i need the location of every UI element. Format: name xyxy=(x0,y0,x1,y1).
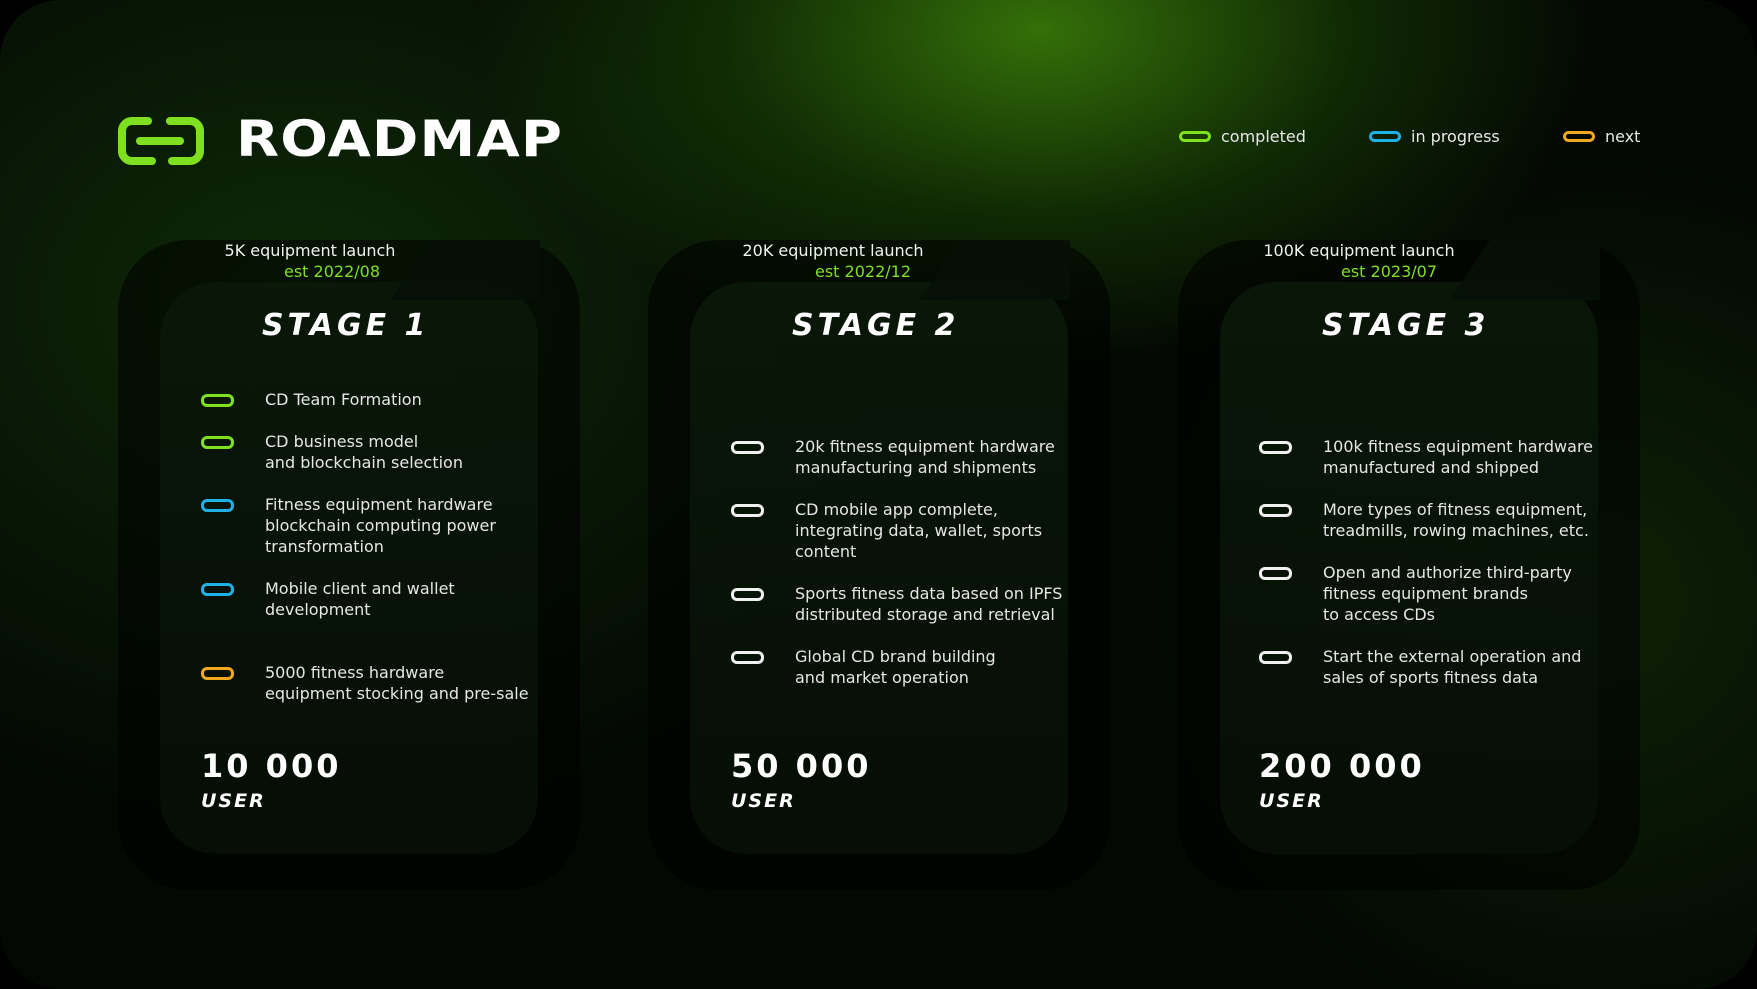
pill-icon xyxy=(1259,651,1292,664)
item-text: Global CD brand building and market oper… xyxy=(795,647,996,687)
stage-3-launch: 100K equipment launch est 2023/07 xyxy=(1244,240,1474,282)
completed-pill-icon xyxy=(201,394,234,407)
launch-date: est 2022/12 xyxy=(814,262,911,281)
launch-title: 20K equipment launch xyxy=(742,241,924,260)
pill-icon xyxy=(731,588,764,601)
page-title: ROADMAP xyxy=(236,110,564,168)
stage-3-users: 200 000 xyxy=(1259,747,1425,785)
item-text: More types of fitness equipment, treadmi… xyxy=(1323,500,1589,540)
pill-icon xyxy=(1259,441,1292,454)
stage-1-title: STAGE 1 xyxy=(262,308,430,343)
pill-icon xyxy=(1259,504,1292,517)
next-pill-icon xyxy=(201,667,234,680)
legend-next: next xyxy=(1563,127,1640,146)
item-text: Mobile client and wallet development xyxy=(265,579,455,619)
item-text: CD Team Formation xyxy=(265,390,422,409)
in-progress-pill-icon xyxy=(201,583,234,596)
logo-icon xyxy=(118,117,204,165)
item-text: CD mobile app complete, integrating data… xyxy=(795,500,1043,561)
launch-date: est 2022/08 xyxy=(283,262,380,281)
stage-2-users: 50 000 xyxy=(731,747,872,785)
legend-in-progress: in progress xyxy=(1369,127,1500,146)
legend-completed: completed xyxy=(1179,127,1306,146)
item-text: CD business model and blockchain selecti… xyxy=(265,432,463,472)
stage-1-users: 10 000 xyxy=(201,747,342,785)
legend-label: in progress xyxy=(1411,127,1500,146)
item-text: Fitness equipment hardware blockchain co… xyxy=(265,495,496,556)
item-text: 100k fitness equipment hardware manufact… xyxy=(1323,437,1594,477)
stage-3-title: STAGE 3 xyxy=(1322,308,1490,343)
stage-2-title: STAGE 2 xyxy=(792,308,960,343)
launch-title: 100K equipment launch xyxy=(1263,241,1455,260)
item-text: Open and authorize third-party fitness e… xyxy=(1323,563,1572,624)
stage-2-users-label: USER xyxy=(731,790,796,812)
stage-1-launch: 5K equipment launch est 2022/08 xyxy=(195,240,425,282)
item-text: 20k fitness equipment hardware manufactu… xyxy=(795,437,1055,477)
in-progress-pill-icon xyxy=(1369,131,1401,142)
completed-pill-icon xyxy=(1179,131,1211,142)
completed-pill-icon xyxy=(201,436,234,449)
pill-icon xyxy=(731,651,764,664)
legend-label: next xyxy=(1605,127,1641,146)
launch-title: 5K equipment launch xyxy=(224,241,396,260)
pill-icon xyxy=(731,504,764,517)
pill-icon xyxy=(1259,567,1292,580)
stage-1-users-label: USER xyxy=(201,790,266,812)
stage-2-launch: 20K equipment launch est 2022/12 xyxy=(718,240,948,282)
item-text: Sports fitness data based on IPFS distri… xyxy=(795,584,1063,624)
next-pill-icon xyxy=(1563,131,1595,142)
pill-icon xyxy=(731,441,764,454)
stage-1-card xyxy=(160,282,538,854)
item-text: 5000 fitness hardware equipment stocking… xyxy=(265,663,529,703)
in-progress-pill-icon xyxy=(201,499,234,512)
item-text: Start the external operation and sales o… xyxy=(1323,647,1582,687)
legend-label: completed xyxy=(1221,127,1306,146)
launch-date: est 2023/07 xyxy=(1340,262,1437,281)
stage-3-users-label: USER xyxy=(1259,790,1324,812)
stage-2-card xyxy=(690,282,1068,854)
